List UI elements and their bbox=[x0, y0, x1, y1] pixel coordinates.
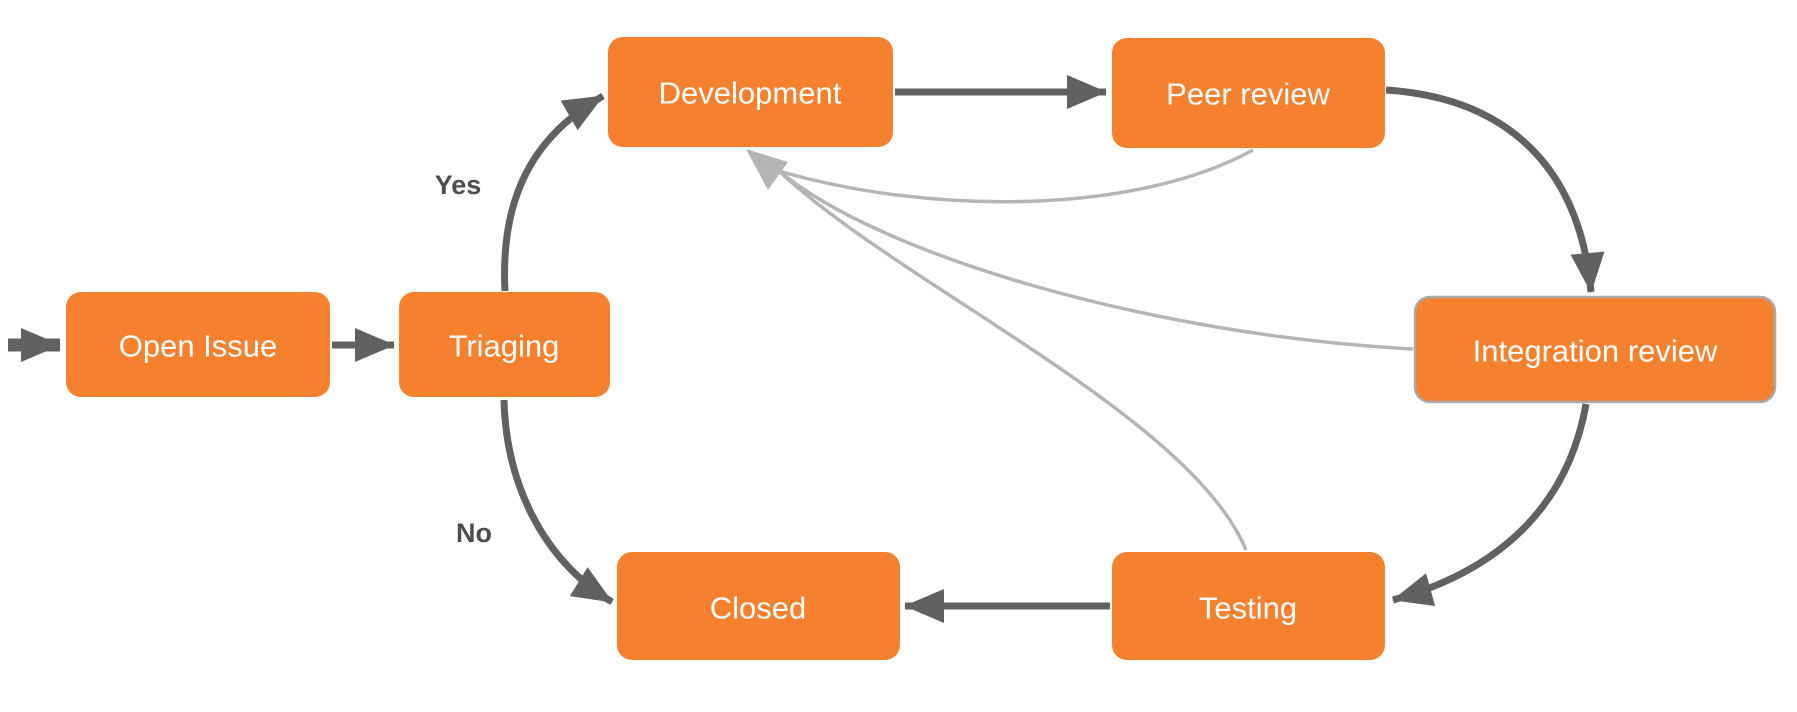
edge-peer-review-to-development bbox=[778, 148, 1254, 204]
edge-testing-to-development bbox=[777, 169, 1248, 551]
node-testing-label: Testing bbox=[1199, 591, 1297, 626]
node-open-issue-label: Open Issue bbox=[119, 329, 278, 364]
node-peer-review-label: Peer review bbox=[1166, 77, 1330, 112]
node-open-issue: Open Issue bbox=[66, 292, 330, 397]
node-testing-box bbox=[1112, 552, 1385, 660]
node-triaging-label: Triaging bbox=[449, 329, 560, 364]
node-development: Development bbox=[608, 37, 893, 147]
node-triaging-box bbox=[399, 292, 610, 397]
edge-integration-review-to-testing bbox=[1392, 403, 1590, 606]
node-peer-review-box bbox=[1112, 38, 1385, 148]
node-closed-box bbox=[617, 552, 900, 660]
node-development-box bbox=[608, 37, 893, 147]
edge-peer-review-to-integration-review bbox=[1385, 86, 1605, 293]
arrowhead-icon-light bbox=[746, 149, 788, 190]
node-peer-review: Peer review bbox=[1112, 38, 1385, 148]
edge-integration-review-to-development bbox=[777, 169, 1414, 351]
edge-label-yes: Yes bbox=[435, 170, 482, 200]
node-integration-review-label: Integration review bbox=[1473, 334, 1718, 369]
node-testing: Testing bbox=[1112, 552, 1385, 660]
node-triaging: Triaging bbox=[399, 292, 610, 397]
node-open-issue-box bbox=[66, 292, 330, 397]
node-integration-review: Integration review bbox=[1413, 295, 1777, 404]
edge-label-no: No bbox=[456, 518, 492, 548]
node-development-label: Development bbox=[659, 76, 842, 111]
edge-triaging-to-development bbox=[501, 92, 605, 292]
node-closed-label: Closed bbox=[710, 591, 807, 626]
node-integration-review-box bbox=[1413, 295, 1777, 404]
node-closed: Closed bbox=[617, 552, 900, 660]
edge-triaging-to-closed bbox=[500, 399, 614, 605]
